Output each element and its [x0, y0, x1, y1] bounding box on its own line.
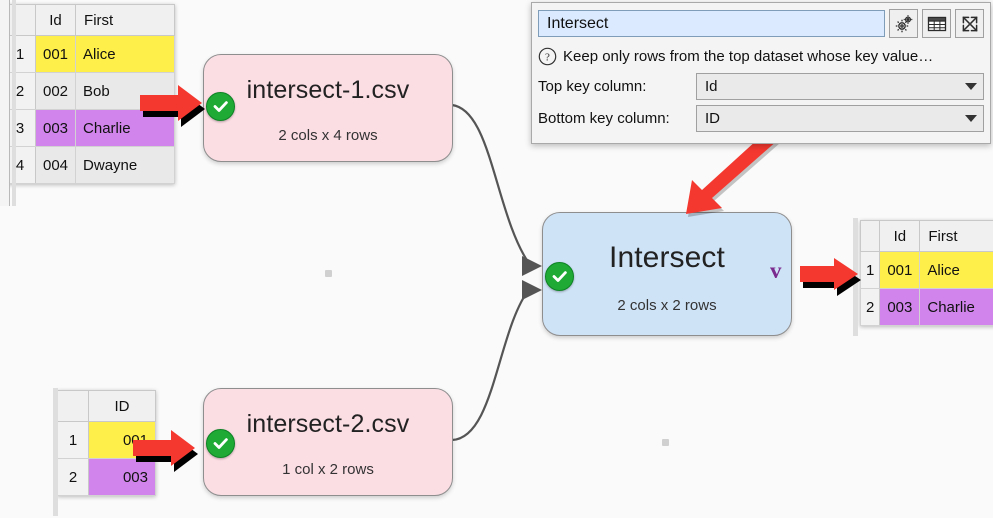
- row-number[interactable]: 2: [57, 458, 89, 496]
- corner-cell: [860, 220, 881, 252]
- table-top-left-rail[interactable]: [0, 0, 10, 206]
- column-header[interactable]: Id: [879, 220, 921, 252]
- row-number[interactable]: 1: [57, 421, 89, 459]
- field-top-key-column: Top key column: Id: [538, 73, 984, 100]
- table-row[interactable]: 1 001 Alice: [4, 35, 176, 73]
- node-intersect-operation[interactable]: Intersect 2 cols x 2 rows: [542, 212, 792, 336]
- node-title: intersect-1.csv: [246, 76, 410, 104]
- table-top-left-rail-inner: [12, 0, 16, 206]
- cell-id[interactable]: 003: [34, 109, 77, 147]
- table-header-row: Id First: [860, 220, 993, 252]
- question-mark-icon[interactable]: ?: [538, 47, 557, 66]
- svg-text:?: ?: [545, 51, 550, 63]
- panel-help-text: Keep only rows from the top dataset whos…: [563, 47, 934, 65]
- node-title: Intersect: [609, 240, 725, 274]
- select-value: ID: [705, 110, 720, 127]
- column-header[interactable]: Id: [34, 4, 77, 36]
- row-number[interactable]: 1: [860, 251, 881, 289]
- table-row[interactable]: 1 001: [57, 421, 156, 459]
- column-header[interactable]: First: [75, 4, 176, 36]
- table-result-dataset[interactable]: Id First 1 001 Alice 2 003 Charlie: [860, 220, 993, 326]
- select-value: Id: [705, 78, 718, 95]
- status-ok-icon: [545, 262, 574, 291]
- cell-id[interactable]: 002: [34, 72, 77, 110]
- table-row[interactable]: 4 004 Dwayne: [4, 146, 176, 184]
- table-top-dataset[interactable]: Id First 1 001 Alice 2 002 Bob 3 003 Cha…: [4, 4, 176, 184]
- table-grid: Id First 1 001 Alice 2 003 Charlie: [860, 220, 993, 326]
- panel-header-row: Intersect: [538, 9, 984, 38]
- cell-id[interactable]: 004: [34, 146, 77, 184]
- cell-id[interactable]: 003: [88, 458, 156, 496]
- cell-first[interactable]: Bob: [75, 72, 176, 110]
- column-header[interactable]: ID: [88, 390, 156, 422]
- table-grid: ID 1 001 2 003: [57, 390, 156, 496]
- status-ok-icon: [206, 92, 235, 121]
- panel-help-row: ? Keep only rows from the top dataset wh…: [538, 44, 984, 68]
- canvas-grid-dot: [325, 270, 332, 277]
- settings-gears-icon[interactable]: [889, 9, 918, 38]
- arrow-to-csv1-input: [140, 82, 220, 136]
- row-number[interactable]: 2: [860, 288, 881, 326]
- table-grid: Id First 1 001 Alice 2 002 Bob 3 003 Cha…: [4, 4, 176, 184]
- table-header-row: Id First: [4, 4, 176, 36]
- table-row[interactable]: 2 003 Charlie: [860, 288, 993, 326]
- table-row[interactable]: 2 003: [57, 458, 156, 496]
- field-bottom-key-column: Bottom key column: ID: [538, 105, 984, 132]
- table-row[interactable]: 1 001 Alice: [860, 251, 993, 289]
- corner-cell: [57, 390, 89, 422]
- node-intersect-2-csv[interactable]: intersect-2.csv 1 col x 2 rows: [203, 388, 453, 496]
- item-name-input[interactable]: Intersect: [538, 10, 885, 37]
- cell-first[interactable]: Alice: [919, 251, 993, 289]
- chevron-down-icon: [965, 83, 977, 90]
- node-subtitle: 1 col x 2 rows: [282, 461, 374, 478]
- expand-icon[interactable]: [955, 9, 984, 38]
- canvas-grid-dot: [662, 439, 669, 446]
- node-title: intersect-2.csv: [246, 410, 410, 438]
- cell-first[interactable]: Charlie: [919, 288, 993, 326]
- cell-id[interactable]: 001: [879, 251, 921, 289]
- cell-first[interactable]: Dwayne: [75, 146, 176, 184]
- table-grid-icon[interactable]: [922, 9, 951, 38]
- properties-panel: Intersect: [531, 2, 991, 144]
- bottom-key-column-select[interactable]: ID: [696, 105, 984, 132]
- node-output-glyph[interactable]: v: [770, 258, 782, 283]
- table-row[interactable]: 3 003 Charlie: [4, 109, 176, 147]
- node-subtitle: 2 cols x 2 rows: [617, 296, 717, 314]
- arrow-to-csv2-input: [133, 427, 213, 481]
- table-bottom-left-rail[interactable]: [53, 388, 58, 516]
- field-label: Bottom key column:: [538, 110, 670, 127]
- field-label: Top key column:: [538, 78, 647, 95]
- status-ok-icon: [206, 429, 235, 458]
- cell-id[interactable]: 003: [879, 288, 921, 326]
- arrow-to-intersect-node: [660, 130, 790, 226]
- chevron-down-icon: [965, 115, 977, 122]
- top-key-column-select[interactable]: Id: [696, 73, 984, 100]
- cell-first[interactable]: Alice: [75, 35, 176, 73]
- node-intersect-1-csv[interactable]: intersect-1.csv 2 cols x 4 rows: [203, 54, 453, 162]
- cell-id[interactable]: 001: [34, 35, 77, 73]
- table-header-row: ID: [57, 390, 156, 422]
- arrow-to-result-table: [800, 255, 880, 309]
- node-subtitle: 2 cols x 4 rows: [278, 127, 378, 144]
- column-header[interactable]: First: [919, 220, 993, 252]
